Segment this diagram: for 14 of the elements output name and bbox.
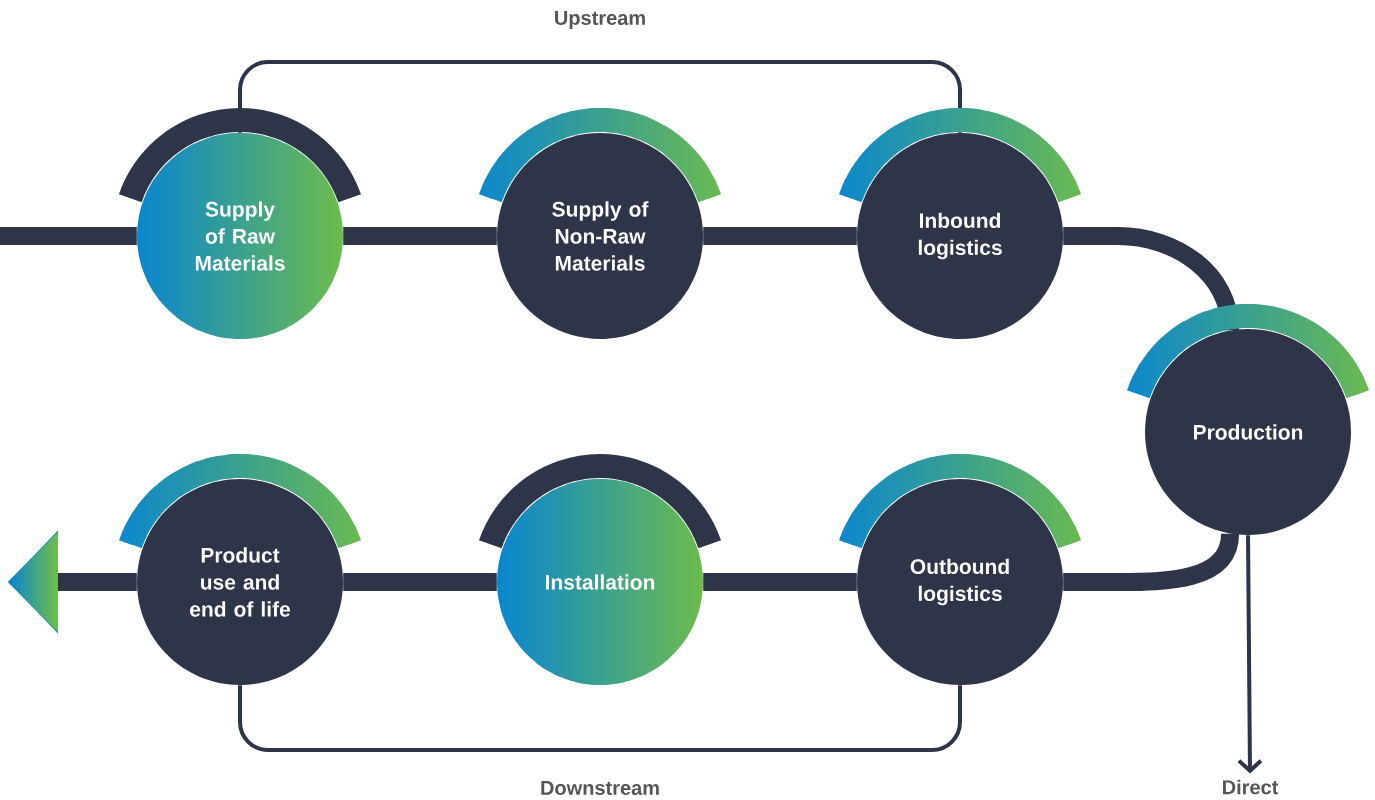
arrow <box>1237 535 1263 774</box>
edge-label: Upstream <box>550 8 650 32</box>
connector-line <box>238 685 962 752</box>
connector-line <box>343 227 497 245</box>
connector-line <box>238 60 962 133</box>
text-label: Direct <box>1223 779 1279 795</box>
node-label: Installation <box>546 574 655 590</box>
connector-line <box>0 227 137 245</box>
connector-line <box>343 573 497 591</box>
connector-line <box>703 573 857 591</box>
connector-line <box>703 227 857 245</box>
node-label: Supply of Raw Materials <box>195 201 285 271</box>
edge-label: Downstream <box>537 778 664 798</box>
connector-line <box>1063 532 1240 591</box>
